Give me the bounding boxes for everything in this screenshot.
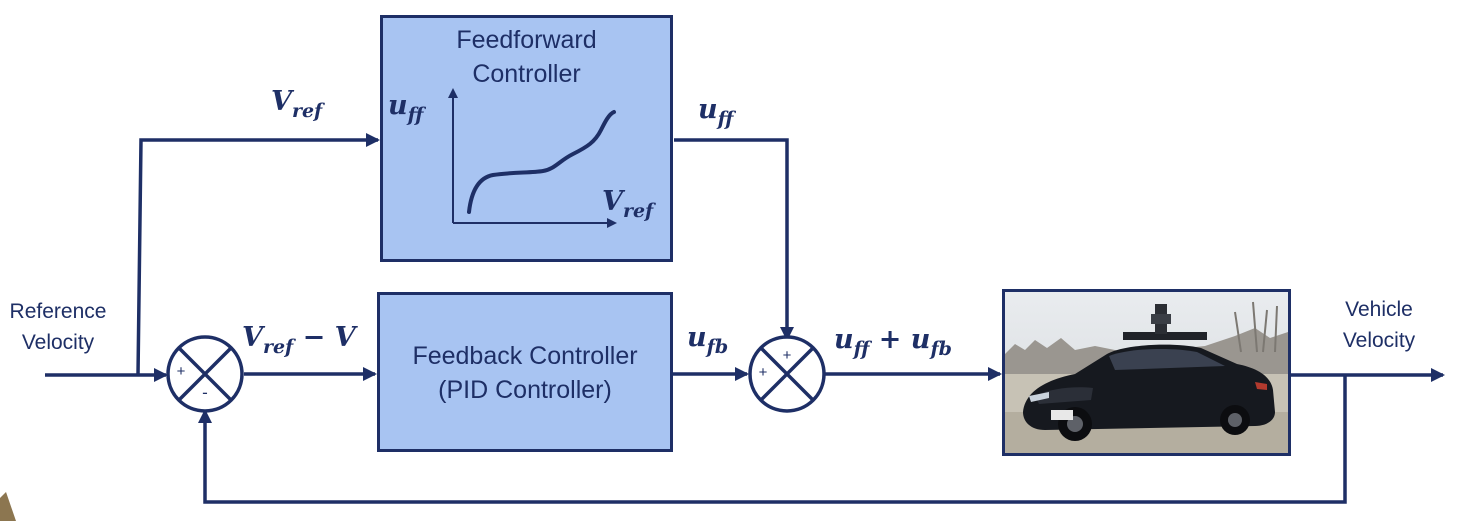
feedforward-lookup-curve — [448, 88, 617, 228]
label-uff-axis: uff — [388, 90, 424, 126]
junction1-sign-bottom: - — [202, 383, 208, 402]
wire-feedback-loop — [198, 375, 1347, 504]
feedforward-title-line2: Controller — [472, 60, 581, 88]
feedback-title-line1: Feedback Controller — [412, 342, 638, 370]
junction1-sign-left: + — [177, 363, 186, 380]
feedforward-title-line1: Feedforward — [456, 26, 597, 54]
junction2-sign-left: + — [759, 364, 768, 381]
summing-junction-1: + - — [166, 335, 244, 413]
feedforward-controller-block: Feedforward Controller — [380, 15, 673, 262]
label-uff-output: uff — [698, 94, 734, 130]
feedback-title: Feedback Controller (PID Controller) — [380, 339, 670, 407]
corner-decoration — [0, 492, 16, 521]
label-vref-input: Vref — [271, 86, 323, 122]
autonomous-car-image — [1005, 292, 1288, 453]
wire-feedforward-out — [674, 138, 794, 341]
label-vehicle-velocity: Vehicle Velocity — [1342, 298, 1416, 352]
summing-junction-2: + + — [748, 335, 826, 413]
label-vref-axis: Vref — [602, 186, 654, 222]
label-ufb-output: ufb — [687, 322, 729, 358]
label-reference-velocity: Reference Velocity — [9, 300, 107, 354]
curve-line — [467, 110, 616, 214]
feedback-controller-block: Feedback Controller (PID Controller) — [377, 292, 673, 452]
wire-to-feedforward — [136, 133, 380, 376]
junction2-sign-top: + — [783, 347, 792, 364]
label-control-sum: uff + ufb — [834, 324, 952, 360]
feedback-title-line2: (PID Controller) — [438, 376, 612, 404]
feedforward-title: Feedforward Controller — [383, 23, 670, 91]
label-error-signal: Vref − V — [242, 322, 356, 358]
vehicle-photo — [1002, 289, 1291, 456]
